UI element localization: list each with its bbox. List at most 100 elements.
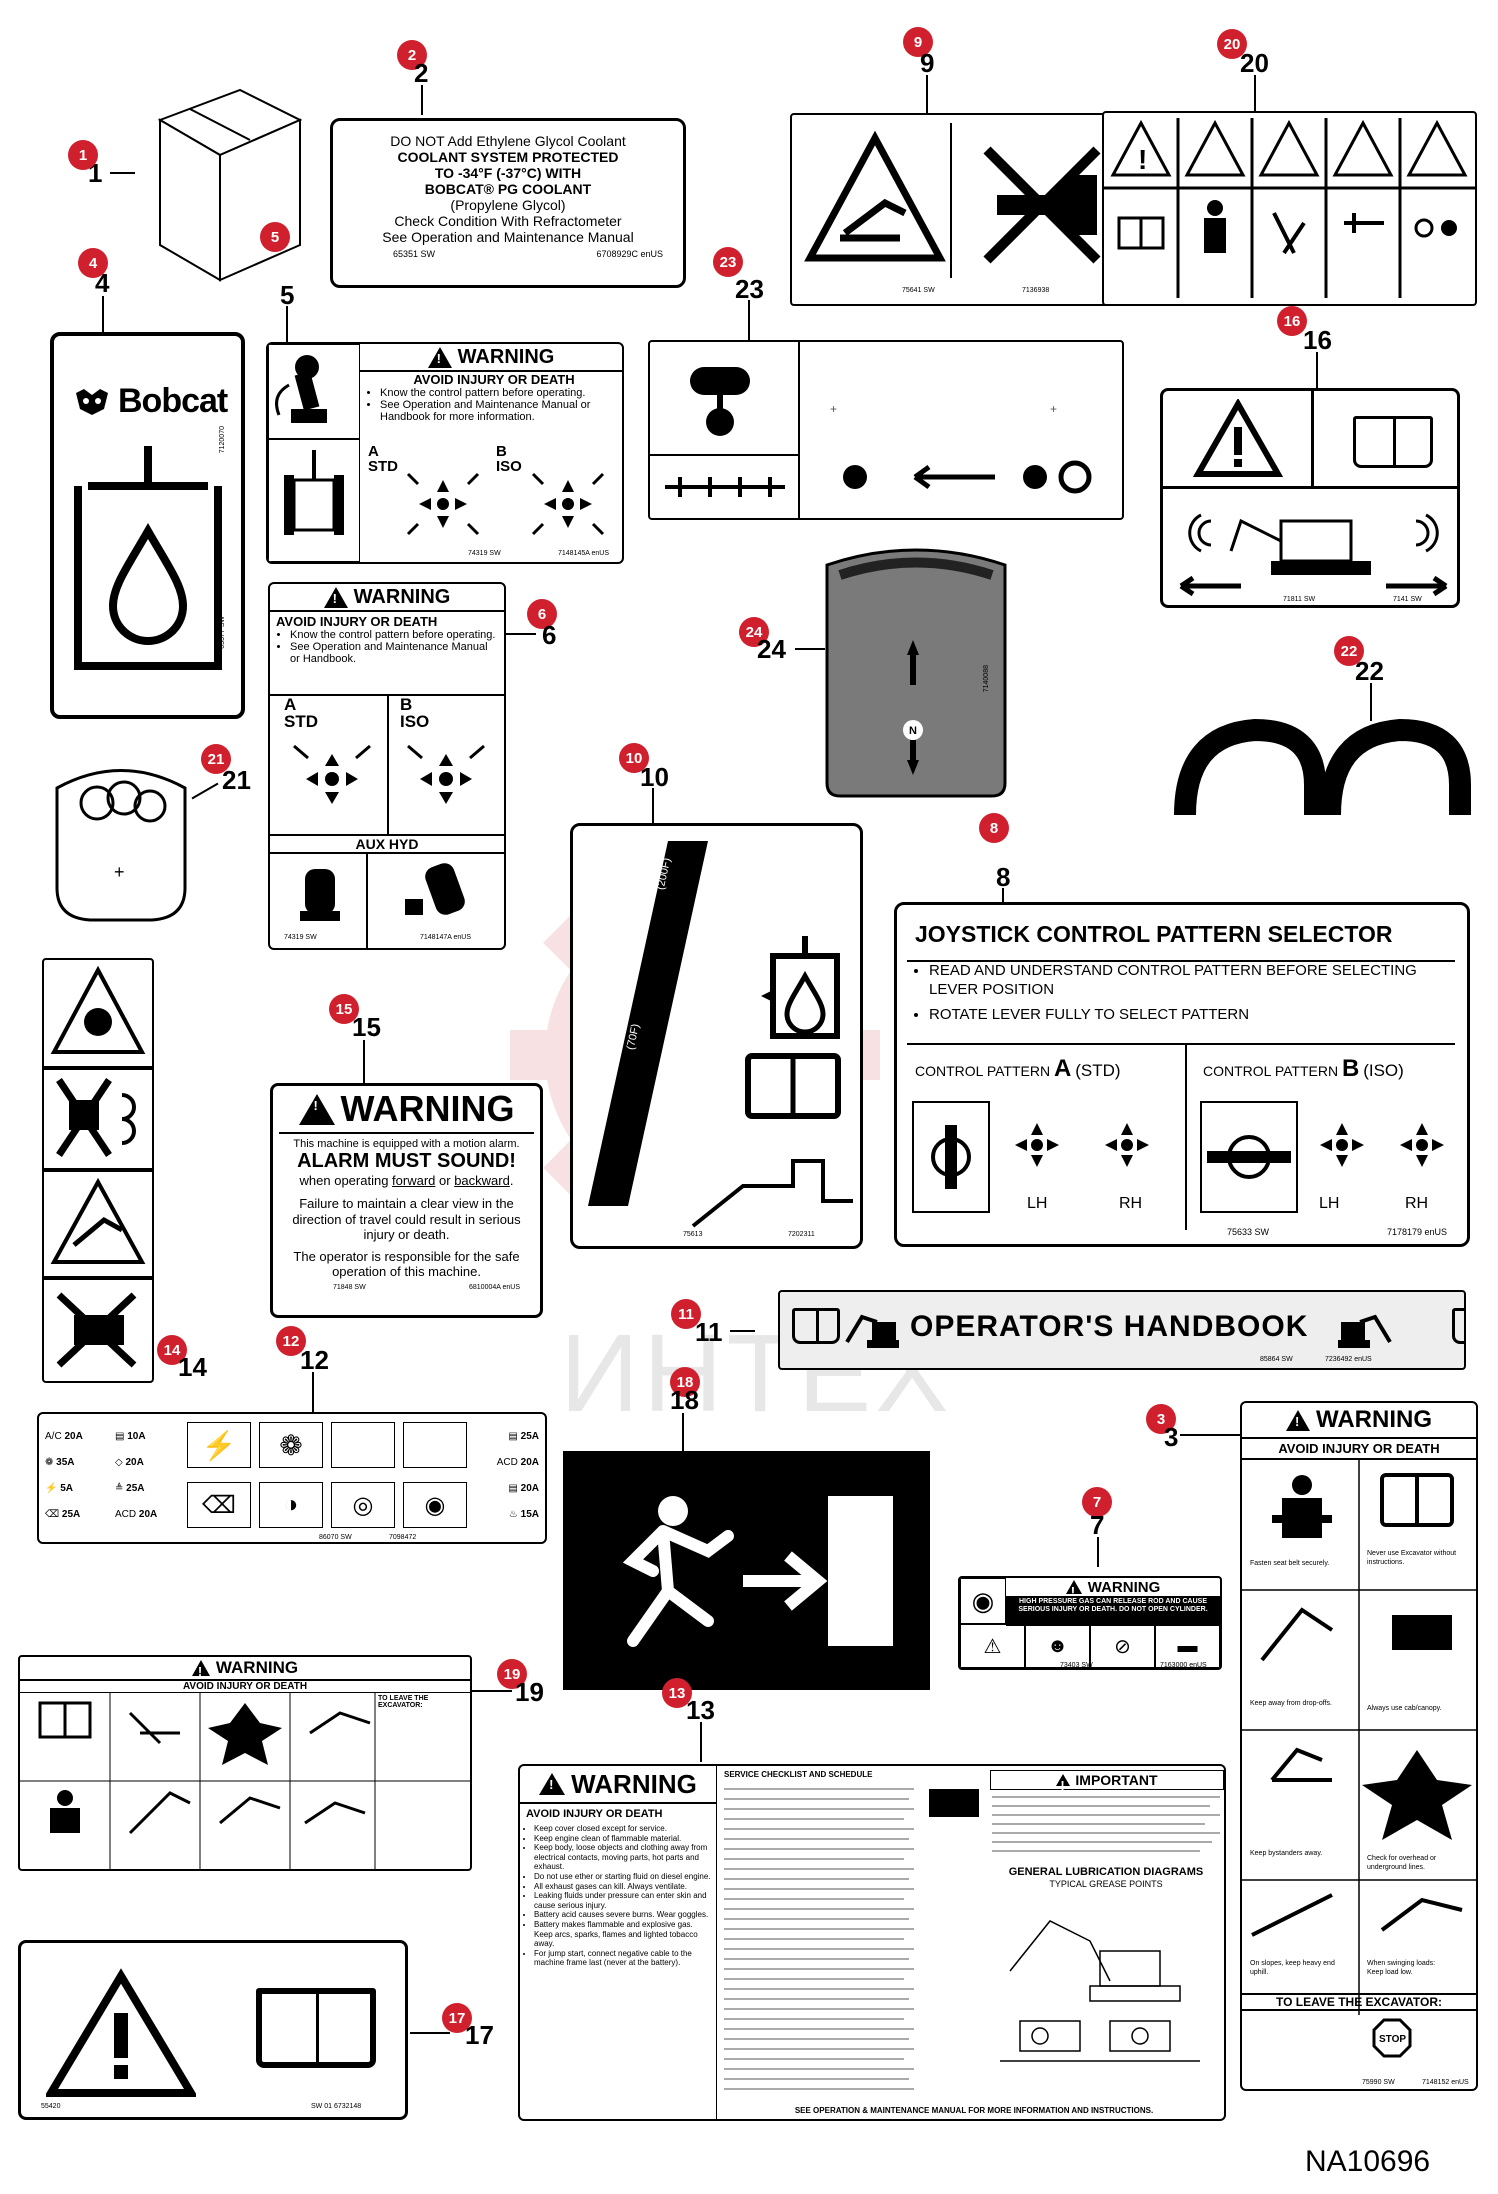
callout-23[interactable]: 23 (713, 247, 743, 277)
decal-6-warning-aux: WARNING AVOID INJURY OR DEATH Know the c… (268, 582, 506, 950)
callout-9[interactable]: 9 (903, 27, 933, 57)
fan-icon: ❁ (259, 1422, 323, 1468)
warning-triangle-icon (539, 1773, 566, 1795)
lightning-icon: ⚡ (187, 1422, 251, 1468)
cylinder-icon: ▬ (1155, 1624, 1220, 1668)
part-number-21: 21 (222, 765, 251, 795)
decal-5-warning-pattern: WARNING AVOID INJURY OR DEATH Know the c… (266, 342, 624, 564)
svg-text:underground lines.: underground lines. (1367, 1864, 1425, 1871)
aux-lock-joystick-icon (405, 863, 465, 915)
warning-triangle-icon (427, 346, 452, 368)
safety-pictograms-icon: ! (1104, 118, 1475, 298)
callout-22[interactable]: 22 (1334, 636, 1364, 666)
swing-direction-icon (843, 460, 1092, 494)
hydraulic-line-icon (665, 477, 785, 497)
warning-triangle-icon (1193, 399, 1283, 477)
part-number-18: 18 (670, 1385, 699, 1415)
part-number-20: 20 (1240, 48, 1269, 78)
svg-text:When swinging loads:: When swinging loads: (1367, 1960, 1435, 1967)
callout-6[interactable]: 6 (527, 599, 557, 629)
callout-1[interactable]: 1 (68, 140, 98, 170)
decal-3-warning-excavator: WARNING AVOID INJURY OR DEATH Fasten sea… (1240, 1401, 1478, 2091)
part-number-16: 16 (1303, 325, 1332, 355)
svg-text:Keep away from drop-offs.: Keep away from drop-offs. (1250, 1700, 1332, 1707)
callout-17[interactable]: 17 (442, 2003, 472, 2033)
manual-book-icon (1353, 416, 1433, 468)
callout-15[interactable]: 15 (329, 994, 359, 1024)
part-number-4: 4 (95, 268, 110, 298)
no-hand-icon (983, 146, 1101, 264)
decal-17-warning-manual: 55420 SW 01 6732148 (18, 1940, 408, 2120)
hydraulic-fluid-icon (74, 446, 222, 670)
callout-4[interactable]: 4 (78, 248, 108, 278)
decal-7-gas-cylinder: ◉ WARNING HIGH PRESSURE GAS CAN RELEASE … (958, 1576, 1222, 1670)
part-number-5: 5 (280, 280, 295, 310)
part-number-8: 8 (996, 862, 1011, 892)
callout-18[interactable]: 18 (670, 1367, 700, 1397)
svg-text:Never use Excavator without: Never use Excavator without (1367, 1550, 1456, 1557)
bobcat-logo-icon (76, 388, 108, 415)
svg-text:Fasten seat belt securely.: Fasten seat belt securely. (1250, 1560, 1329, 1567)
svg-text:Check for overhead or: Check for overhead or (1367, 1855, 1437, 1862)
control-pattern-iso-icon (407, 744, 485, 804)
crush-hazard-icon (804, 130, 946, 262)
decal-22-stripe (1165, 715, 1485, 830)
callout-7[interactable]: 7 (1082, 1487, 1112, 1517)
callout-12[interactable]: 12 (276, 1326, 306, 1356)
callout-2[interactable]: 2 (397, 40, 427, 70)
svg-text:STOP: STOP (1379, 2034, 1406, 2045)
callout-3[interactable]: 3 (1146, 1404, 1176, 1434)
callout-19[interactable]: 19 (497, 1659, 527, 1689)
decal-9-crush-hazard: 75641 SW 7136938 (790, 113, 1136, 306)
decal-2-coolant: DO NOT Add Ethylene Glycol Coolant COOLA… (330, 118, 686, 288)
engine-icon: ◎ (331, 1482, 395, 1528)
control-pattern-iso-icon (531, 472, 605, 536)
part-number-7: 7 (1090, 1510, 1105, 1540)
decal-4-bobcat: Bobcat 65377 SW 7120070 (50, 332, 245, 719)
pressure-hazard-icon: ⚠ (960, 1624, 1025, 1668)
control-pattern-std-icon (293, 744, 371, 804)
no-charge-icon: ⌫ (187, 1482, 251, 1528)
callout-20[interactable]: 20 (1217, 29, 1247, 59)
decal-15-motion-alarm: WARNING This machine is equipped with a … (270, 1083, 543, 1318)
callout-5[interactable]: 5 (260, 222, 290, 252)
decal-10-fluid-level: 93°C (200F) 21°C (70F) 75613 7202311 (570, 823, 863, 1249)
decal-8-joystick-selector: JOYSTICK CONTROL PATTERN SELECTOR READ A… (894, 902, 1470, 1247)
callout-21[interactable]: 21 (201, 744, 231, 774)
callout-16[interactable]: 16 (1277, 306, 1307, 336)
decal-23-controls: + + (648, 340, 1124, 520)
decal-20-safety-strip: ! (1102, 111, 1477, 306)
part-number-2: 2 (414, 58, 429, 88)
svg-text:instructions.: instructions. (1367, 1559, 1404, 1566)
callout-11[interactable]: 11 (671, 1299, 701, 1329)
warning-triangle-icon (1286, 1409, 1310, 1431)
callout-14[interactable]: 14 (157, 1335, 187, 1365)
part-number-15: 15 (352, 1012, 381, 1042)
handbook-book-icon (792, 1308, 840, 1344)
warning-triangle-icon (1065, 1580, 1082, 1599)
pattern-a-rh-icon (1105, 1123, 1149, 1167)
callout-10[interactable]: 10 (619, 743, 649, 773)
part-number-9: 9 (920, 48, 935, 78)
callout-24[interactable]: 24 (739, 617, 769, 647)
svg-text:!: ! (1138, 144, 1147, 175)
decal-13-service-checklist: WARNING AVOID INJURY OR DEATH Keep cover… (518, 1764, 1226, 2121)
excavator-alarm-icon (1179, 513, 1448, 597)
callout-8[interactable]: 8 (979, 813, 1009, 843)
part-number-14: 14 (178, 1352, 207, 1382)
stop-icon: STOP (1372, 2018, 1412, 2058)
svg-text:uphill.: uphill. (1250, 1969, 1268, 1976)
svg-text:+: + (114, 862, 125, 882)
warning-triangle-icon (298, 1093, 335, 1125)
pattern-b-rh-icon (1400, 1123, 1444, 1167)
selector-std-icon (912, 1101, 990, 1213)
pattern-b-lh-icon (1320, 1123, 1364, 1167)
part-number-12: 12 (300, 1345, 329, 1375)
person-icon: ☻ (1025, 1624, 1090, 1668)
svg-text:On slopes, keep heavy end: On slopes, keep heavy end (1250, 1960, 1335, 1967)
part-number-24: 24 (757, 634, 786, 664)
svg-text:Always use cab/canopy.: Always use cab/canopy. (1367, 1705, 1442, 1712)
callout-13[interactable]: 13 (662, 1678, 692, 1708)
diagram-code: NA10696 (1305, 2145, 1431, 2178)
decal-14-pictogram-strip (42, 958, 154, 1383)
